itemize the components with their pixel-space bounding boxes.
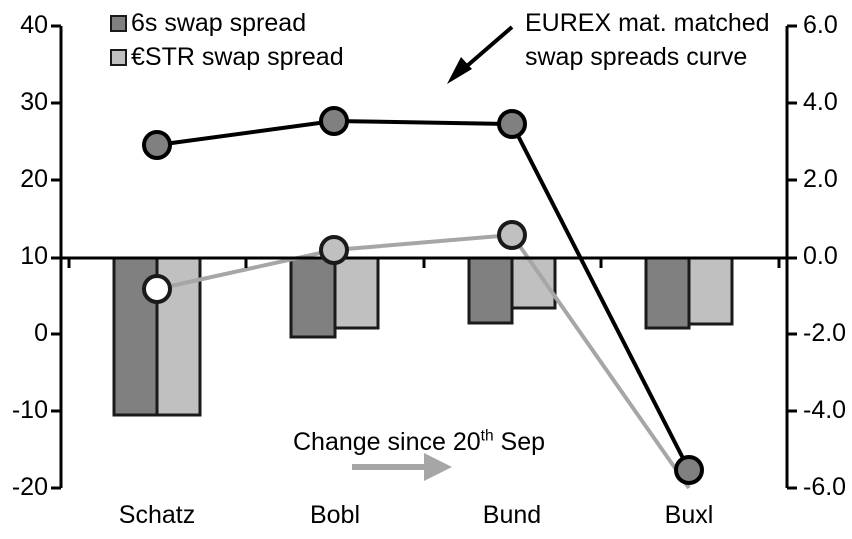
y-axis-left-tick-0: 0 <box>34 319 48 347</box>
marker-eurex-schatz <box>142 130 172 160</box>
marker-change-bobl <box>319 235 349 265</box>
line-change-since-20th-sep <box>156 232 691 490</box>
annotation-change-superscript: th <box>480 427 494 445</box>
bar-estr-bobl <box>333 256 380 330</box>
y-axis-left-tick-20: 20 <box>20 165 48 193</box>
annotation-change-suffix: Sep <box>493 428 546 456</box>
marker-eurex-buxl <box>674 455 704 485</box>
marker-change-bund <box>497 220 527 250</box>
marker-eurex-bund <box>497 109 527 139</box>
y-axis-right-tick-2: 2.0 <box>803 165 838 193</box>
y-axis-right-tick-6: 6.0 <box>803 11 838 39</box>
x-axis-label-bobl: Bobl <box>309 501 361 529</box>
bar-estr-buxl <box>687 256 734 326</box>
x-axis-label-bund: Bund <box>482 501 542 529</box>
legend-swatch-6s-swap-spread <box>110 15 127 32</box>
y-axis-left-tick-30: 30 <box>20 88 48 116</box>
marker-eurex-bobl <box>319 106 349 136</box>
y-axis-right-tick-0: 0.0 <box>803 242 838 270</box>
annotation-change-note: Change since 20th Sep <box>293 428 545 456</box>
legend-label-6s-swap-spread: 6s swap spread <box>131 9 307 37</box>
y-axis-right-tick-neg2: -2.0 <box>803 319 847 347</box>
legend-item-estr-swap-spread[interactable]: €STR swap spread <box>110 44 344 71</box>
x-axis-label-buxl: Buxl <box>664 501 714 529</box>
y-axis-left-tick-10: 10 <box>20 242 48 270</box>
legend-item-6s-swap-spread[interactable]: 6s swap spread <box>110 10 306 37</box>
y-axis-right-tick-neg6: -6.0 <box>803 473 847 501</box>
y-axis-left-tick-neg20: -20 <box>11 473 48 501</box>
bar-6s-bobl <box>289 256 337 339</box>
annotation-curve-callout-line2: swap spreads curve <box>525 43 748 71</box>
line-eurex-swap-spreads-curve <box>156 118 691 471</box>
y-axis-right-tick-neg4: -4.0 <box>803 396 847 424</box>
bar-6s-bund <box>467 256 514 325</box>
legend-swatch-estr-swap-spread <box>110 49 127 66</box>
annotation-curve-callout-line1: EUREX mat. matched <box>525 9 770 37</box>
bar-6s-buxl <box>644 256 691 330</box>
annotation-callout-arrow-icon <box>447 25 514 84</box>
x-axis-label-schatz: Schatz <box>118 501 196 529</box>
marker-change-schatz <box>142 274 172 304</box>
annotation-change-arrow-icon <box>352 453 452 481</box>
annotation-change-prefix: Change since 20 <box>293 428 481 456</box>
legend-label-estr-swap-spread: €STR swap spread <box>131 43 344 71</box>
y-axis-left-tick-neg10: -10 <box>11 396 48 424</box>
y-axis-left-tick-40: 40 <box>20 11 48 39</box>
y-axis-right-tick-4: 4.0 <box>803 88 838 116</box>
